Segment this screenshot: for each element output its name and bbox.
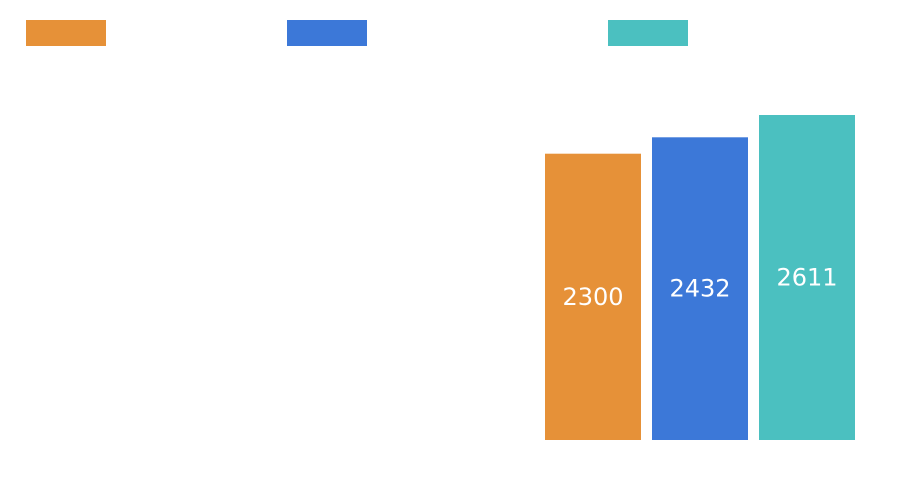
bar-value-label-series-2: 2432 [669, 275, 730, 303]
legend-swatch-series-3 [608, 20, 688, 46]
legend-swatch-series-2 [287, 20, 367, 46]
value-labels-layer: 2300 2432 2611 [562, 264, 837, 311]
bar-value-label-series-3: 2611 [776, 264, 837, 292]
bar-series-3 [759, 115, 855, 440]
bar-series-2 [652, 137, 748, 441]
bars-layer [545, 115, 855, 441]
legend-swatch-series-1 [26, 20, 106, 46]
bar-series-1 [545, 153, 641, 440]
bar-value-label-series-1: 2300 [562, 283, 623, 311]
